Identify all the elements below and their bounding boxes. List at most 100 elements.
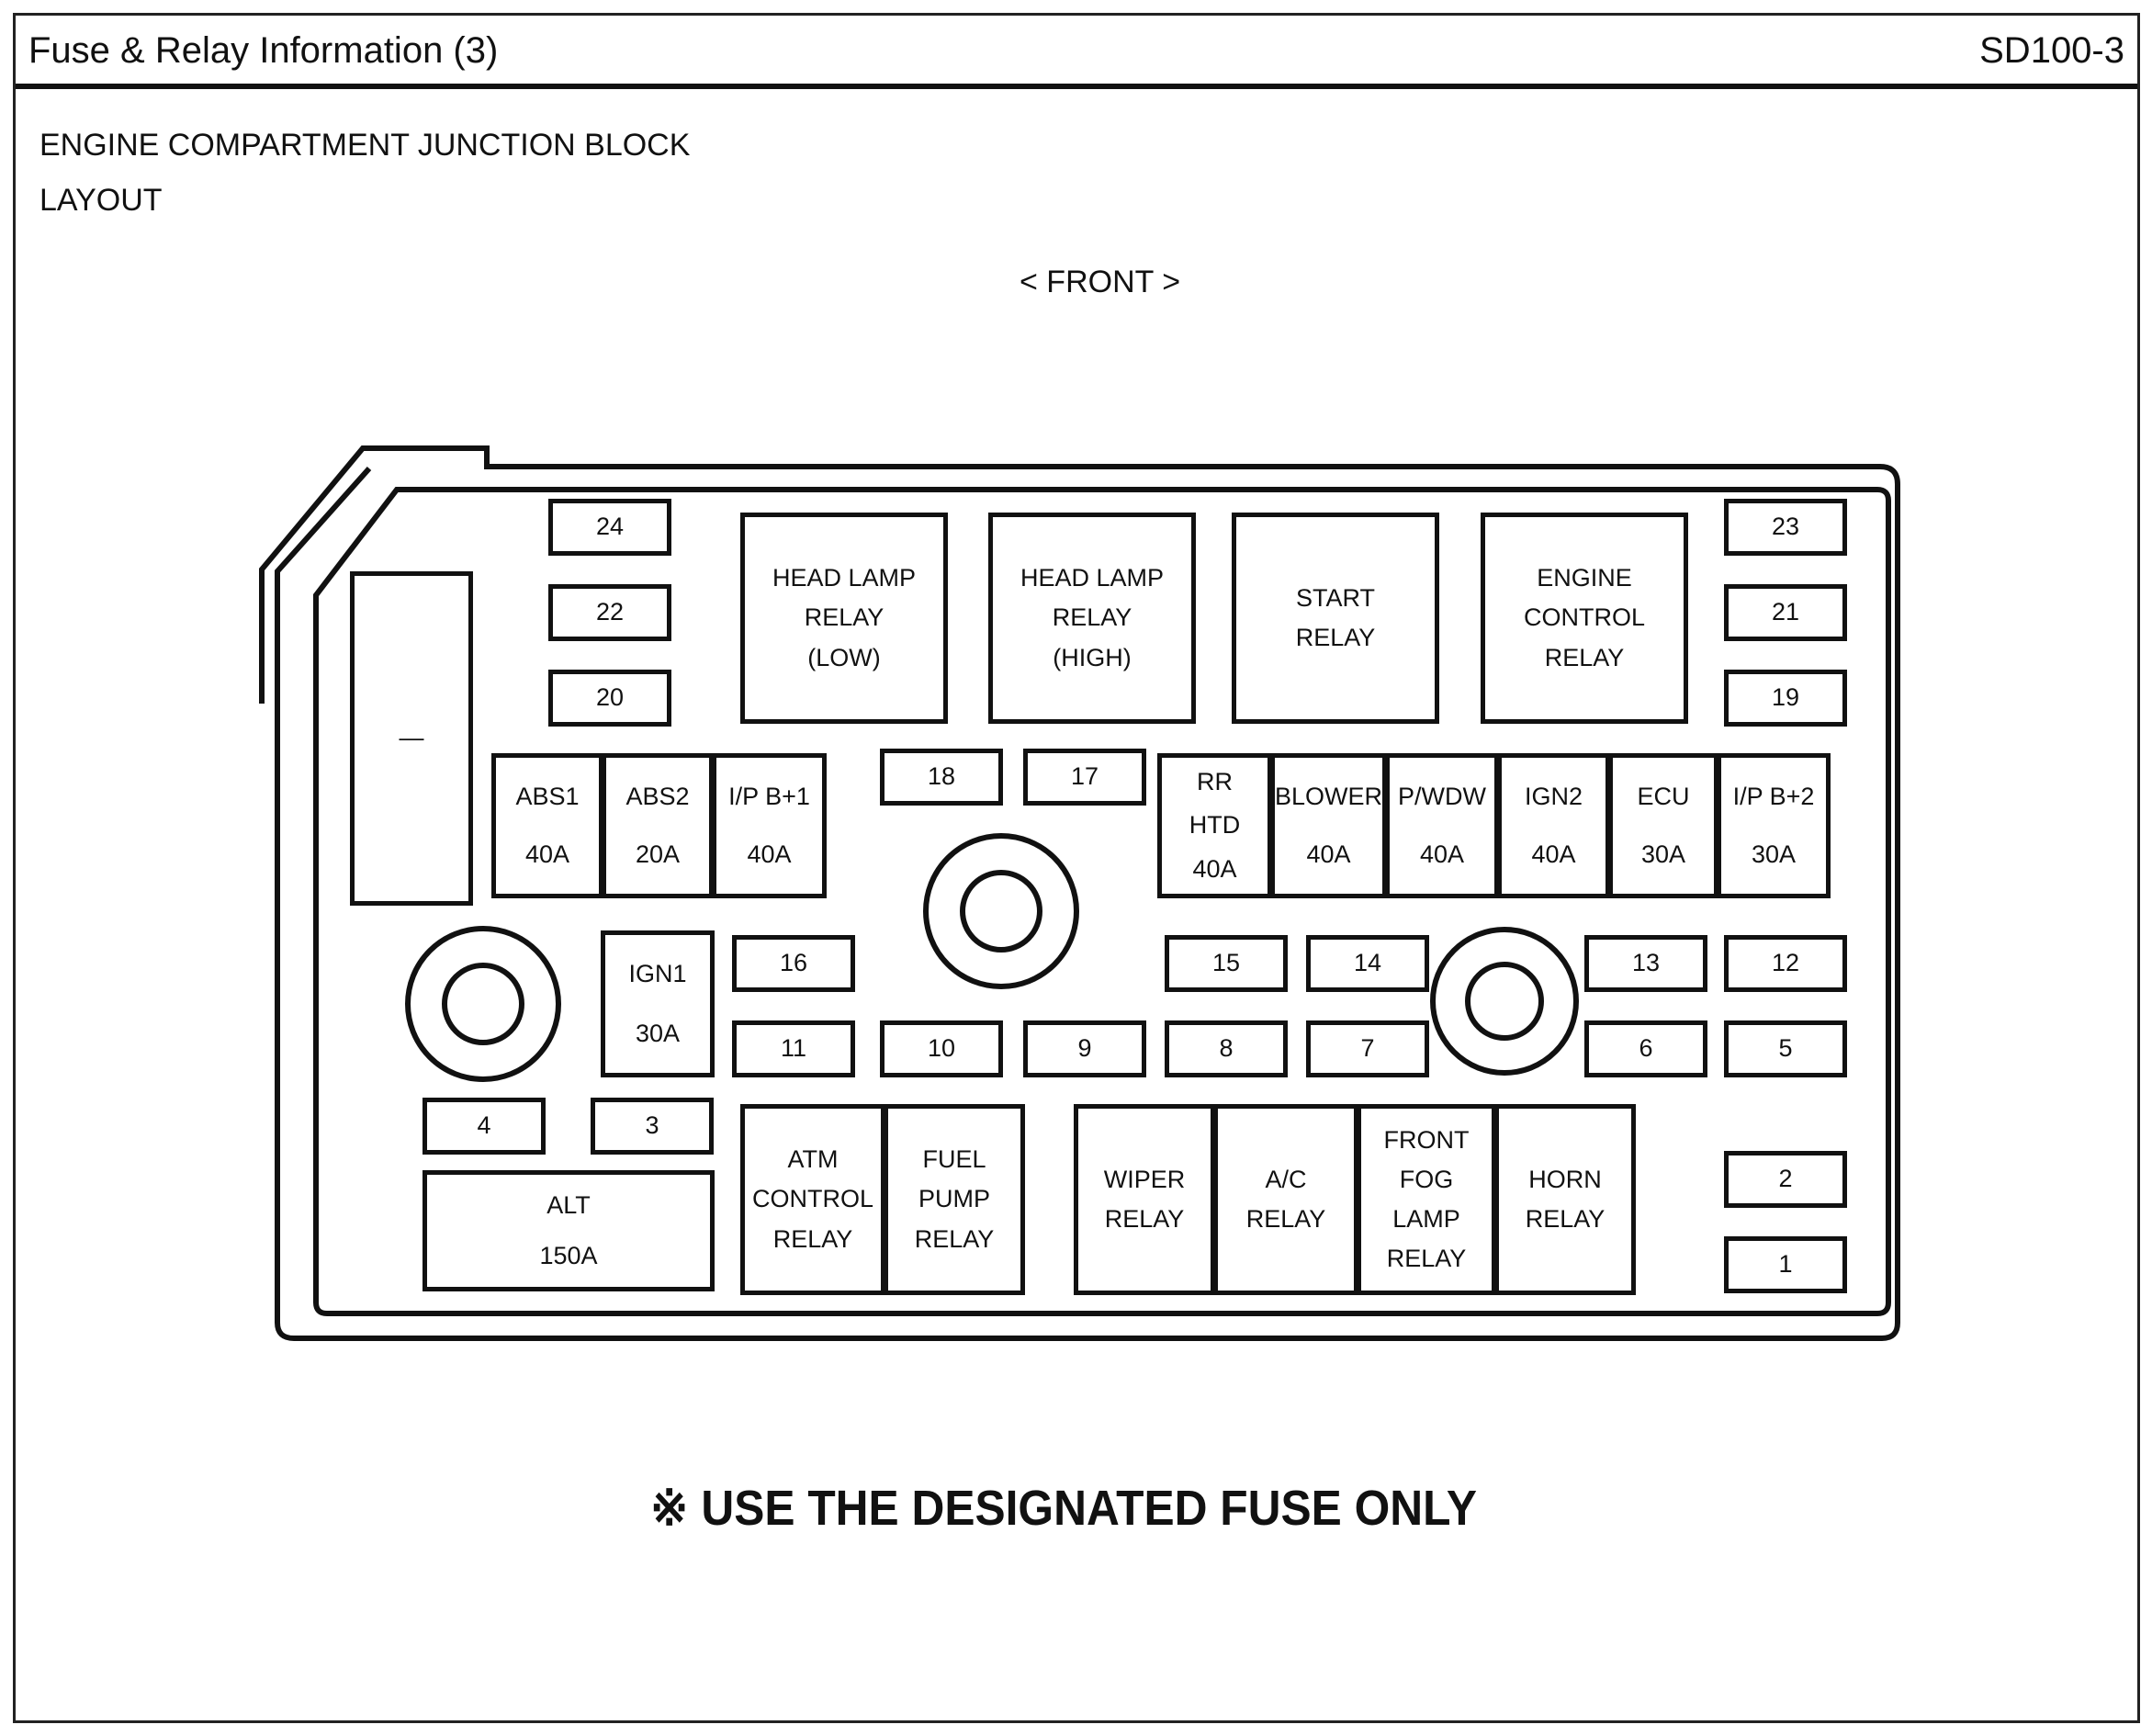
fusible-link-ecu-label: ECU	[1637, 782, 1690, 810]
engine-control-relay-label: ENGINE	[1537, 564, 1632, 592]
blank-slot-label: —	[399, 724, 424, 752]
fusible-link-p-wdw-label: 40A	[1419, 840, 1465, 869]
fusible-link-abs2: ABS2 20A	[602, 753, 714, 898]
fusible-link-rr-htd-label: RR	[1197, 767, 1233, 795]
fuse-1-label: 1	[1778, 1250, 1793, 1279]
fuse-23: 23	[1724, 499, 1847, 556]
diagram-subheading: LAYOUT	[39, 183, 163, 218]
fuse-15: 15	[1165, 935, 1288, 992]
fusible-link-blower-label: BLOWER	[1274, 782, 1383, 810]
fuse-19-label: 19	[1771, 683, 1800, 712]
ac-relay-label: RELAY	[1245, 1205, 1326, 1233]
fuse-9-label: 9	[1077, 1034, 1092, 1063]
wiper-relay-label: RELAY	[1104, 1205, 1185, 1233]
mounting-hole-center	[960, 870, 1042, 953]
fusible-link-ign2: IGN2 40A	[1497, 753, 1610, 898]
fuse-24: 24	[548, 499, 671, 556]
fuse-6: 6	[1584, 1020, 1707, 1077]
head-lamp-relay-low: HEAD LAMP RELAY (LOW)	[740, 513, 948, 724]
front-fog-lamp-relay-label: FOG	[1399, 1165, 1454, 1193]
fusible-link-abs2-label: ABS2	[625, 782, 690, 810]
fuse-8: 8	[1165, 1020, 1288, 1077]
mounting-boss-center	[923, 833, 1079, 989]
fusible-link-alt-label: 150A	[539, 1241, 598, 1269]
fuse-17-label: 17	[1070, 762, 1099, 791]
start-relay-label: RELAY	[1295, 624, 1376, 651]
engine-control-relay: ENGINE CONTROL RELAY	[1481, 513, 1688, 724]
fuse-10-label: 10	[927, 1034, 956, 1063]
fusible-link-ign2-label: IGN2	[1524, 782, 1583, 810]
fuel-pump-relay-label: PUMP	[918, 1185, 990, 1213]
atm-control-relay-label: RELAY	[772, 1224, 853, 1253]
fusible-link-rr-htd-label: HTD	[1189, 811, 1241, 840]
fuse-16: 16	[732, 935, 855, 992]
fuse-10: 10	[880, 1020, 1003, 1077]
horn-relay-label: HORN	[1528, 1165, 1602, 1193]
diagram-sheet: Fuse & Relay Information (3) SD100-3 ENG…	[13, 13, 2140, 1723]
page-title: Fuse & Relay Information (3)	[28, 30, 499, 71]
fuse-23-label: 23	[1771, 513, 1800, 541]
fusible-link-alt: ALT 150A	[423, 1170, 715, 1291]
fuse-19: 19	[1724, 670, 1847, 727]
fusible-link-rr-htd-label: 40A	[1192, 855, 1237, 884]
head-lamp-relay-low-label: HEAD LAMP	[772, 564, 917, 592]
fuse-15-label: 15	[1211, 949, 1241, 977]
housing-outer-outline	[259, 445, 1900, 1341]
fusible-link-rr-htd: RR HTD 40A	[1157, 753, 1272, 898]
ac-relay-label: A/C	[1265, 1165, 1307, 1193]
fusible-link-ign1-label: IGN1	[628, 960, 687, 988]
head-lamp-relay-low-label: (LOW)	[807, 643, 881, 671]
ac-relay: A/C RELAY	[1213, 1104, 1358, 1295]
fuse-11: 11	[732, 1020, 855, 1077]
fuse-2: 2	[1724, 1151, 1847, 1208]
start-relay: START RELAY	[1232, 513, 1439, 724]
front-fog-lamp-relay-label: RELAY	[1386, 1245, 1467, 1273]
head-lamp-relay-high-label: (HIGH)	[1053, 643, 1132, 671]
fusible-link-blower-label: 40A	[1306, 840, 1351, 869]
fusible-link-ip-b-plus-1-label: I/P B+1	[728, 782, 810, 810]
fusible-link-abs2-label: 20A	[635, 840, 681, 869]
fuse-4-label: 4	[477, 1111, 491, 1140]
fuse-3: 3	[591, 1098, 714, 1155]
fuse-12: 12	[1724, 935, 1847, 992]
fuse-11-label: 11	[780, 1034, 807, 1063]
fuse-1: 1	[1724, 1236, 1847, 1293]
fuse-21: 21	[1724, 584, 1847, 641]
mounting-boss-right	[1430, 927, 1579, 1076]
fuse-12-label: 12	[1771, 949, 1800, 977]
fuel-pump-relay-label: RELAY	[914, 1224, 995, 1253]
atm-control-relay-label: ATM	[787, 1145, 839, 1174]
mounting-hole-left	[442, 963, 524, 1045]
fuse-2-label: 2	[1778, 1165, 1793, 1193]
fusible-link-abs1-label: ABS1	[515, 782, 580, 810]
start-relay-label: START	[1295, 583, 1375, 612]
fuse-5-label: 5	[1778, 1034, 1793, 1063]
fuse-7: 7	[1306, 1020, 1429, 1077]
engine-control-relay-label: CONTROL	[1523, 603, 1645, 632]
page-code: SD100-3	[1979, 30, 2124, 71]
fuse-4: 4	[423, 1098, 546, 1155]
engine-control-relay-label: RELAY	[1544, 643, 1625, 671]
fuse-18: 18	[880, 749, 1003, 806]
fusible-link-alt-label: ALT	[546, 1190, 591, 1219]
fuse-14-label: 14	[1353, 949, 1382, 977]
fusible-link-ign2-label: 40A	[1531, 840, 1576, 869]
fuse-16-label: 16	[779, 949, 808, 977]
head-lamp-relay-low-label: RELAY	[804, 603, 884, 632]
fuse-20: 20	[548, 670, 671, 727]
fuse-20-label: 20	[595, 683, 625, 712]
fuse-5: 5	[1724, 1020, 1847, 1077]
fuse-9: 9	[1023, 1020, 1146, 1077]
fuse-7-label: 7	[1360, 1034, 1375, 1063]
